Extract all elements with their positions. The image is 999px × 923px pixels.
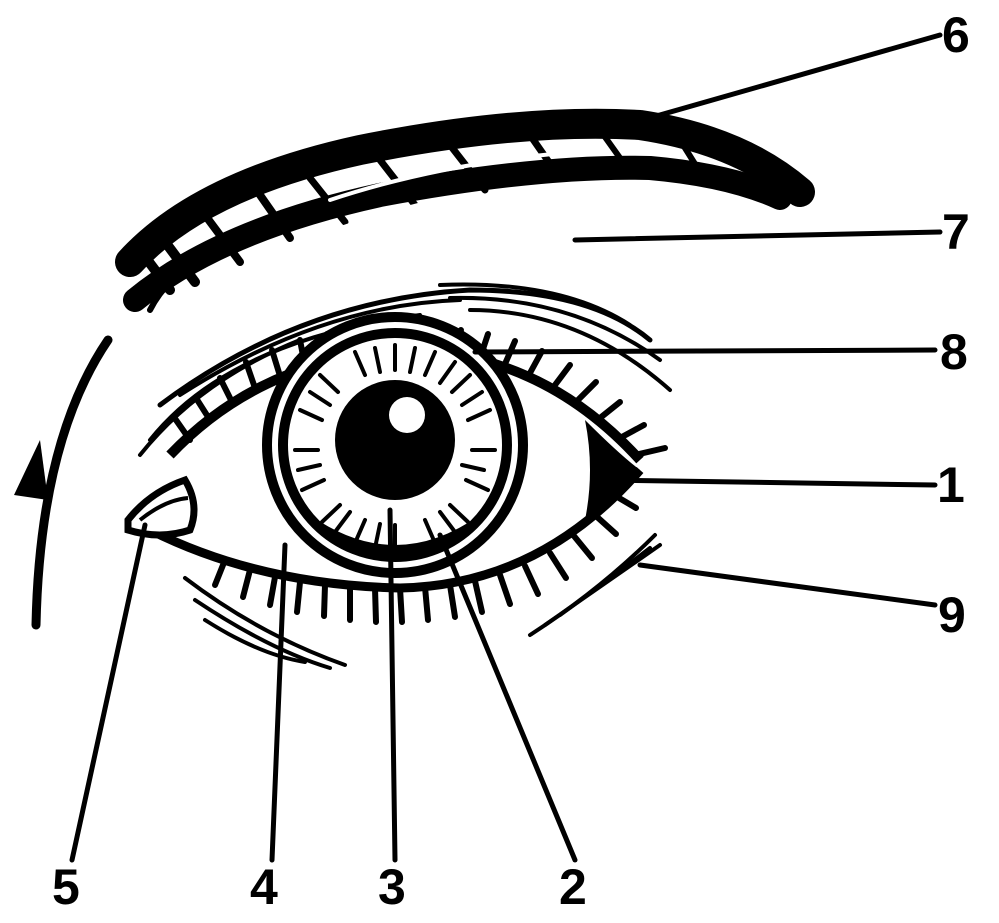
label-7: 7 bbox=[942, 207, 970, 257]
label-9: 9 bbox=[938, 590, 966, 640]
eyebrow bbox=[130, 124, 800, 310]
leader-line-6 bbox=[625, 35, 940, 125]
label-4: 4 bbox=[250, 862, 278, 912]
leader-line-9 bbox=[640, 565, 935, 605]
side-arc bbox=[36, 340, 108, 625]
pupil bbox=[335, 380, 455, 500]
label-5: 5 bbox=[52, 862, 80, 912]
leader-line-8 bbox=[475, 350, 935, 352]
leader-line-2 bbox=[440, 535, 575, 860]
label-2: 2 bbox=[559, 862, 587, 912]
leader-line-7 bbox=[575, 232, 940, 240]
label-3: 3 bbox=[378, 862, 406, 912]
leader-line-1 bbox=[600, 480, 935, 485]
pupil-highlight bbox=[389, 397, 425, 433]
label-8: 8 bbox=[940, 327, 968, 377]
label-6: 6 bbox=[942, 10, 970, 60]
leader-line-5 bbox=[72, 525, 145, 860]
label-1: 1 bbox=[937, 460, 965, 510]
side-arc-tip bbox=[14, 440, 48, 500]
